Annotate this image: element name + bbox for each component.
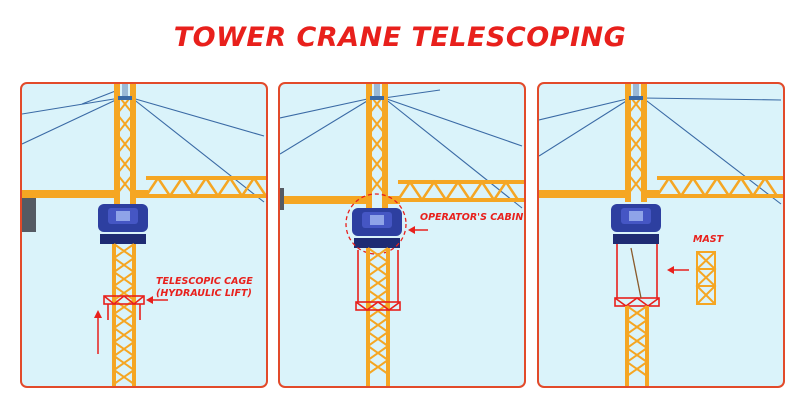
- jib: [643, 175, 783, 199]
- jib: [384, 179, 524, 204]
- cage-label-line1: TELESCOPIC CAGE: [156, 276, 253, 287]
- telescopic-cage: [355, 250, 401, 311]
- operator-cabin: [611, 204, 661, 244]
- operator-cabin: [352, 208, 402, 248]
- mast: [625, 305, 649, 386]
- diagram-title: TOWER CRANE TELESCOPING: [173, 22, 627, 53]
- cabin-pointer-arrow: [408, 226, 428, 234]
- mast-section: [695, 251, 717, 305]
- counterweight: [280, 188, 284, 210]
- crane-illustration-1: [22, 84, 266, 386]
- crane-illustration-2: [280, 84, 524, 386]
- crane-apex: [114, 84, 136, 204]
- counterweight: [22, 198, 36, 232]
- panel-step-3: MAST: [537, 82, 785, 388]
- counter-jib: [280, 196, 372, 204]
- mast-label: MAST: [693, 234, 724, 245]
- panel-step-1: TELESCOPIC CAGE (HYDRAULIC LIFT): [20, 82, 268, 388]
- counter-jib: [539, 190, 631, 198]
- hydraulic-ram: [630, 247, 642, 299]
- telescopic-cage: [103, 294, 145, 320]
- mast: [112, 243, 136, 386]
- panel-step-2: OPERATOR'S CABIN: [278, 82, 526, 388]
- crane-apex: [366, 84, 388, 208]
- jib: [132, 175, 266, 199]
- telescopic-cage: [614, 244, 660, 307]
- cage-pointer-arrow: [146, 296, 168, 304]
- cage-label-line2: (HYDRAULIC LIFT): [156, 288, 252, 299]
- crane-illustration-3: [539, 84, 783, 386]
- telescopic-cage-label: TELESCOPIC CAGE (HYDRAULIC LIFT): [156, 276, 253, 300]
- jib-cables: [539, 97, 782, 205]
- operator-cabin: [98, 204, 148, 244]
- cabin-highlight-circle: [345, 193, 407, 255]
- crane-apex: [625, 84, 647, 202]
- up-arrow: [94, 310, 102, 354]
- mast-pointer-arrow: [667, 266, 689, 274]
- operators-cabin-label: OPERATOR'S CABIN: [420, 212, 524, 223]
- jib-cables: [280, 89, 523, 209]
- counter-jib: [22, 190, 120, 198]
- jib-cables: [22, 89, 265, 203]
- mast: [366, 247, 390, 386]
